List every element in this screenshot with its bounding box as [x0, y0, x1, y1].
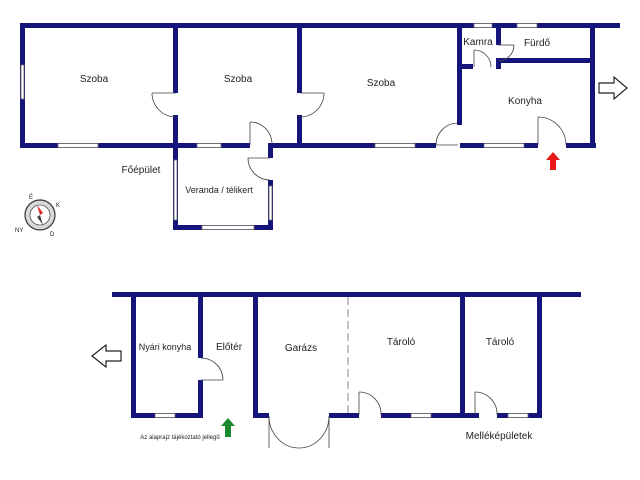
room-label-furdo: Fürdő: [524, 38, 551, 49]
room-label-tarolo-1: Tároló: [387, 337, 416, 348]
room-label-szoba-1: Szoba: [80, 74, 109, 85]
main-building-windows: [20, 23, 538, 230]
outbuilding-doors: [200, 357, 498, 449]
compass-letter-s: D: [50, 232, 55, 238]
outbuilding-windows: [154, 413, 529, 418]
outbuildings-title: Melléképületek: [466, 431, 534, 442]
room-label-tarolo-2: Tároló: [486, 337, 515, 348]
compass-icon: É K D NY: [15, 194, 60, 238]
room-label-nyari-konyha: Nyári konyha: [139, 342, 192, 352]
main-building-title: Főépület: [122, 165, 161, 176]
room-label-szoba-3: Szoba: [367, 78, 396, 89]
arrow-up-red-icon: [546, 152, 560, 170]
room-label-veranda: Veranda / télikert: [185, 185, 253, 195]
arrow-right-outline-icon: [598, 75, 628, 101]
compass-letter-n: É: [29, 194, 33, 201]
room-label-kamra: Kamra: [463, 37, 493, 48]
arrow-left-outline-icon: [91, 343, 122, 369]
room-label-eloter: Előtér: [216, 342, 243, 353]
arrow-up-green-icon: [221, 418, 235, 437]
room-label-garazs: Garázs: [285, 343, 317, 354]
main-building-walls: [20, 23, 620, 230]
room-label-szoba-2: Szoba: [224, 74, 253, 85]
compass-letter-e: K: [56, 203, 60, 209]
disclaimer-note: Az alaprajz tájékoztató jellegű: [140, 435, 220, 441]
main-building-doors: [151, 44, 567, 181]
compass-letter-w: NY: [15, 228, 23, 234]
outbuilding-walls: [112, 292, 581, 418]
room-label-konyha: Konyha: [508, 96, 542, 107]
